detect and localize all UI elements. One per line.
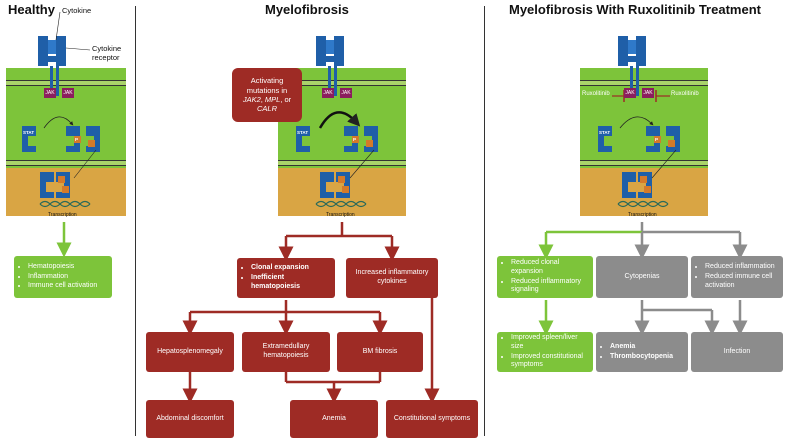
jak-right-healthy: JAK	[62, 88, 74, 98]
anemia-box: Anemia	[290, 400, 378, 438]
cytokine-receptor-healthy	[38, 11, 91, 96]
phospho-label-mf: P	[353, 137, 357, 142]
ruxolitinib-label-left: Ruxolitinib	[582, 91, 610, 97]
improved-symptoms-box: Improved spleen/liver size Improved cons…	[497, 332, 593, 372]
cell-membrane-healthy	[6, 80, 126, 86]
nuclear-membrane-healthy	[6, 160, 126, 166]
cell-membrane-mf	[278, 80, 406, 86]
jak-left-mf: JAK	[322, 88, 334, 98]
rux-flow-arrows	[538, 222, 748, 336]
extramedullary-box: Extramedullary hematopoiesis	[242, 332, 330, 372]
cytokine-receptor-rux	[612, 36, 670, 102]
constitutional-symptoms-box: Constitutional symptoms	[386, 400, 478, 438]
reduced-inflammation-box: Reduced inflammation Reduced immune cell…	[691, 256, 783, 298]
jak-right-mf: JAK	[340, 88, 352, 98]
anemia-thrombocytopenia-box: Anemia Thrombocytopenia	[596, 332, 688, 372]
translocation-line-rux	[651, 149, 677, 179]
clonal-expansion-box: Clonal expansion Inefficient hematopoies…	[237, 258, 335, 298]
ruxolitinib-label-right: Ruxolitinib	[671, 91, 699, 97]
jak-left-healthy: JAK	[44, 88, 56, 98]
cell-membrane-rux	[580, 80, 708, 86]
cytokine-label: Cytokine	[62, 6, 92, 15]
nuclear-membrane-rux	[580, 160, 708, 166]
translocation-line-healthy	[73, 149, 97, 179]
stat-label-mf: STAT	[297, 130, 309, 135]
panel-title-healthy: Healthy	[8, 2, 55, 17]
jak-left-rux: JAK	[624, 88, 636, 98]
stat-proteins-rux	[598, 126, 680, 198]
nuclear-membrane-mf	[278, 160, 406, 166]
outcome-hematopoiesis: Hematopoiesis	[28, 263, 106, 272]
translocation-line-mf	[349, 149, 375, 179]
infection-box: Infection	[691, 332, 783, 372]
abdominal-discomfort-box: Abdominal discomfort	[146, 400, 234, 438]
phospho-label-rux: P	[655, 137, 659, 142]
activation-arrow-mf	[318, 111, 361, 129]
bm-fibrosis-box: BM fibrosis	[337, 332, 423, 372]
transcription-label-rux: Transcription	[628, 212, 657, 218]
outcome-inflammation: Inflammation	[28, 273, 106, 282]
hepatosplenomegaly-box: Hepatosplenomegaly	[146, 332, 234, 372]
dna-healthy	[39, 200, 91, 208]
divider-right	[484, 6, 485, 436]
cytokines-box: Increased inflammatory cytokines	[346, 258, 438, 298]
healthy-outcome-box: Hematopoiesis Inflammation Immune cell a…	[14, 256, 112, 298]
cytokine-receptor-mf	[316, 36, 344, 96]
transcription-label-healthy: Transcription	[48, 212, 77, 218]
stat-label-rux: STAT	[599, 130, 611, 135]
transcription-label-mf: Transcription	[326, 212, 355, 218]
cytokine-receptor-label: Cytokine receptor	[92, 44, 122, 62]
activation-arrow-rux	[619, 116, 654, 129]
cytopenias-box: Cytopenias	[596, 256, 688, 298]
dna-rux	[617, 200, 669, 208]
outcome-immune-activation: Immune cell activation	[28, 282, 106, 291]
mutation-box: Activating mutations in JAK2, MPL, or CA…	[232, 68, 302, 122]
jak-right-rux: JAK	[642, 88, 654, 98]
mf-flow-arrows	[182, 222, 440, 404]
panel-title-ruxolitinib: Myelofibrosis With Ruxolitinib Treatment	[509, 2, 761, 17]
divider-left	[135, 6, 136, 436]
stat-proteins-healthy	[22, 126, 100, 198]
stat-label-healthy: STAT	[23, 130, 35, 135]
dna-mf	[315, 200, 367, 208]
stat-proteins-mf	[296, 126, 378, 198]
phospho-label-healthy: P	[75, 137, 79, 142]
activation-arrow-healthy	[43, 116, 74, 129]
reduced-clonal-box: Reduced clonal expansion Reduced inflamm…	[497, 256, 593, 298]
panel-title-myelofibrosis: Myelofibrosis	[265, 2, 349, 17]
